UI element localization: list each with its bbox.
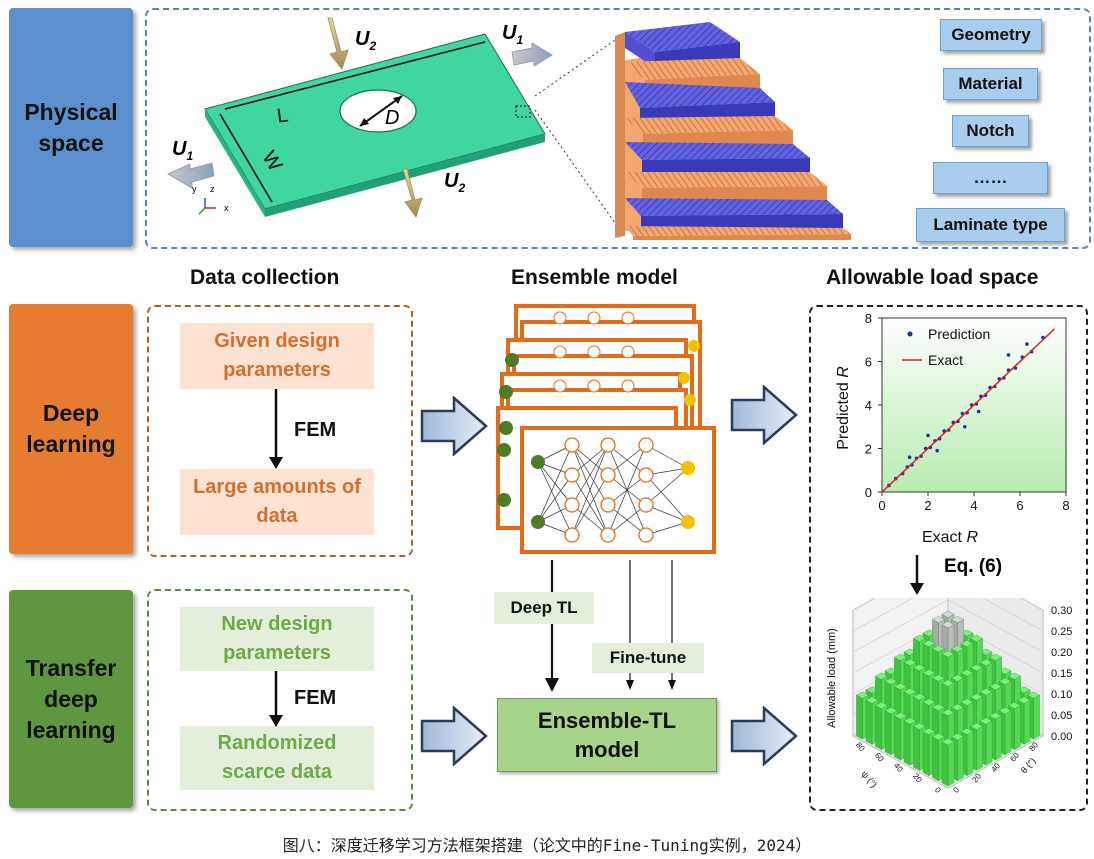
bar3d-z-tick-label: 0.30 (1051, 605, 1072, 617)
given-design-parameters-box: Given design parameters (180, 323, 374, 389)
scatter-y-tick-label: 8 (865, 311, 872, 326)
deep-tl-tag: Deep TL (494, 592, 594, 624)
scatter-x-tick-label: 8 (1062, 498, 1069, 513)
scatter-x-tick-label: 6 (1016, 498, 1023, 513)
deep-data-collection-panel (147, 305, 413, 557)
transfer-data-collection-panel (147, 589, 413, 811)
u2-subscript-bottom: 2 (458, 181, 466, 195)
eq-label: Eq. (6) (944, 556, 1003, 577)
diameter-label: D (385, 107, 400, 129)
arrow-data-to-ensemble (420, 396, 488, 456)
bar3d-x-axis-label: ψ (°) (859, 769, 879, 790)
bar3d-z-axis-label: Allowable load (mm) (826, 628, 838, 728)
prediction-point (1025, 342, 1029, 346)
bar3d-bar (941, 738, 955, 787)
arrow-scarce-to-tl (420, 706, 488, 766)
prediction-point (935, 448, 939, 453)
heading-data-collection: Data collection (190, 266, 340, 289)
u2-letter-bottom: U (444, 170, 459, 192)
heading-ensemble-model: Ensemble model (511, 266, 678, 289)
bar3d-z-tick-label: 0.15 (1051, 668, 1072, 680)
scatter-y-tick-label: 0 (865, 485, 872, 500)
scatter-y-tick-label: 2 (865, 442, 872, 457)
physical-space-panel (145, 8, 1091, 249)
bar3d-y-tick-label: 0 (951, 785, 961, 795)
scatter-y-axis-label: Predicted R (835, 366, 852, 450)
allowable-load-panel (809, 305, 1088, 811)
u2-subscript: 2 (369, 39, 377, 53)
u2-label-bottom: U2 (444, 170, 465, 195)
bar3d-chart: 0.000.050.100.150.200.250.30020406080020… (826, 598, 1072, 795)
row-label-deep-learning: Deep learning (9, 304, 133, 554)
u2-letter: U (355, 28, 370, 50)
u1-letter-left: U (172, 138, 187, 160)
param-material: Material (943, 68, 1038, 100)
ensemble-network-stack (496, 304, 716, 554)
axis-x-label: x (224, 203, 229, 213)
eq-arrow (910, 555, 924, 595)
axis-z-label: z (210, 184, 215, 194)
transfer-fem-label: FEM (294, 687, 337, 709)
large-amounts-of-data-box: Large amounts of data (180, 469, 374, 535)
new-design-parameters-box: New design parameters (180, 607, 374, 671)
scatter-x-tick-label: 4 (970, 498, 977, 513)
prediction-point (926, 433, 930, 438)
bar3d-z-tick-label: 0.05 (1051, 710, 1072, 722)
scatter-y-tick-label: 4 (865, 398, 872, 413)
bar3d-x-tick-label: 0 (933, 785, 943, 795)
scatter-x-tick-label: 2 (924, 498, 931, 513)
figure-caption: 图八：深度迁移学习方法框架搭建（论文中的Fine-Tuning实例，2024） (282, 836, 812, 855)
legend-prediction-label: Prediction (928, 326, 990, 342)
param-geometry: Geometry (940, 19, 1042, 51)
bar3d-z-gridline (852, 598, 1044, 632)
bar3d-z-tick-label: 0.00 (1051, 731, 1072, 743)
bar3d-bar (1017, 696, 1031, 745)
prediction-point (963, 424, 967, 429)
u1-label-right: U1 (502, 22, 523, 47)
fine-tune-tag: Fine-tune (592, 643, 704, 673)
bar3d-z-tick-label: 0.25 (1051, 626, 1072, 638)
u1-label-left: U1 (172, 138, 193, 163)
param-notch: Notch (952, 115, 1029, 147)
bar3d-y-axis-label: θ (°) (1019, 756, 1038, 776)
scatter-x-axis-label: Exact R (922, 529, 978, 546)
prediction-point (907, 455, 912, 459)
arrow-tl-to-load (730, 706, 798, 766)
param-laminate-type: Laminate type (916, 208, 1065, 242)
row-label-transfer-deep-learning: Transfer deep learning (9, 590, 133, 808)
prediction-point (1006, 353, 1011, 357)
legend-prediction-marker (907, 331, 913, 337)
scatter-chart: 0 2 4 6 8 0 2 4 6 8 Prediction Exact Exact R Pred… (835, 311, 1070, 546)
legend-exact-label: Exact (928, 352, 963, 368)
arrow-ensemble-to-load (730, 385, 798, 445)
deep-fem-label: FEM (294, 419, 337, 441)
bar3d-z-tick-label: 0.10 (1051, 689, 1072, 701)
param-ellipsis: …… (933, 162, 1048, 194)
plate-illustration (167, 17, 553, 218)
u1-letter: U (502, 22, 517, 44)
u2-label-top: U2 (355, 28, 376, 53)
deep-fem-arrow (269, 389, 283, 469)
randomized-scarce-data-box: Randomized scarce data (180, 726, 374, 790)
laminate-stack-illustration (534, 39, 621, 231)
laminate-steps-detail (615, 22, 851, 240)
transfer-fem-arrow (269, 671, 283, 727)
axis-y-label: y (192, 184, 197, 194)
scatter-y-tick-label: 6 (865, 355, 872, 370)
row-label-physical-space: Physical space (9, 8, 133, 247)
u1-subscript-left: 1 (186, 149, 194, 163)
exact-line (881, 328, 1056, 493)
tl-connectors (545, 560, 676, 692)
ensemble-tl-model-box: Ensemble-TL model (497, 698, 717, 772)
bar3d-z-tick-label: 0.20 (1051, 647, 1072, 659)
scatter-x-tick-label: 0 (878, 498, 885, 513)
prediction-point (976, 409, 981, 414)
u1-subscript: 1 (516, 33, 524, 47)
heading-allowable-load-space: Allowable load space (826, 266, 1039, 289)
bar3d-z-gridline (852, 599, 1044, 653)
